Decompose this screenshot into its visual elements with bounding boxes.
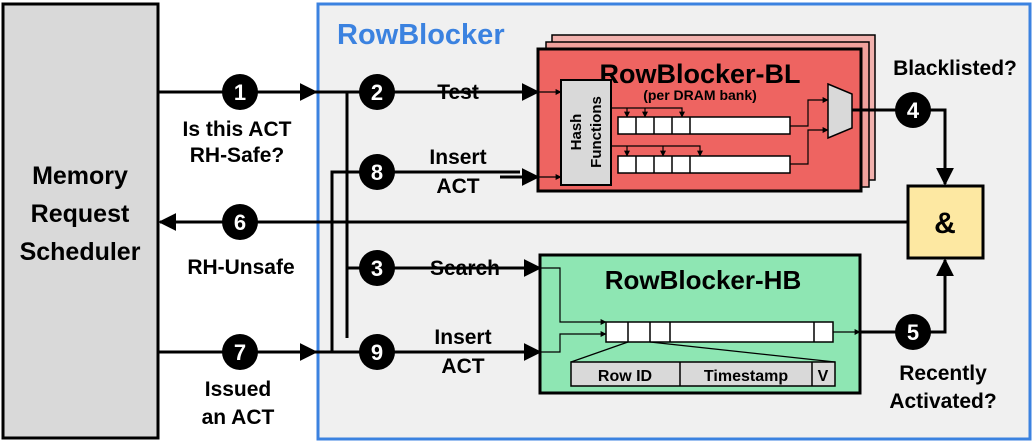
hash-label-1: Hash	[568, 114, 585, 151]
search-label: Search	[430, 257, 500, 280]
field-row-id: Row ID	[598, 368, 652, 385]
svg-text:2: 2	[371, 80, 383, 105]
internal-hb-lines	[538, 89, 861, 353]
test-label: Test	[437, 81, 479, 104]
scheduler-label-2: Request	[31, 200, 130, 228]
entry-fields	[570, 361, 836, 387]
step-6-badge: 6	[222, 204, 258, 240]
step-badges: 1 2 3 4 5 6 7 8	[222, 74, 931, 370]
memory-request-scheduler: Memory Request Scheduler	[1, 2, 160, 440]
step-9-badge: 9	[359, 334, 395, 370]
insert8-label-1: Insert	[429, 146, 486, 169]
svg-text:1: 1	[234, 80, 246, 105]
scheduler-label-3: Scheduler	[20, 238, 141, 266]
step-8-badge: 8	[359, 154, 395, 190]
step1-label-1: Is this ACT	[183, 118, 292, 141]
mux-shape	[827, 82, 853, 140]
issued-label-2: an ACT	[202, 406, 275, 429]
recently-label-1: Recently	[899, 362, 987, 385]
field-timestamp: Timestamp	[704, 368, 788, 385]
svg-text:6: 6	[234, 210, 246, 235]
svg-text:7: 7	[234, 340, 246, 365]
step-labels: Is this ACT RH-Safe? Test Insert ACT Sea…	[183, 57, 1017, 429]
rowblocker-bl: RowBlocker-BL (per DRAM bank) Hash Funct…	[536, 34, 876, 193]
hash-index-arrows	[611, 97, 829, 165]
step-7-badge: 7	[222, 334, 258, 370]
step1-label-2: RH-Safe?	[190, 144, 285, 167]
hash-functions-box	[560, 79, 612, 186]
svg-text:4: 4	[907, 98, 920, 123]
insert8-label-2: ACT	[436, 175, 479, 198]
recently-label-2: Activated?	[889, 390, 996, 413]
svg-text:3: 3	[371, 256, 383, 281]
step-5-badge: 5	[895, 314, 931, 350]
insert9-label-2: ACT	[441, 355, 484, 378]
and-gate-label: &	[934, 207, 956, 240]
filter-cells	[617, 155, 791, 174]
and-gate: &	[906, 184, 985, 260]
svg-text:8: 8	[371, 160, 383, 185]
blacklisted-label: Blacklisted?	[893, 57, 1017, 80]
bl-title: RowBlocker-BL	[599, 59, 800, 89]
rowblocker-title: RowBlocker	[337, 19, 505, 51]
scheduler-box	[1, 2, 160, 440]
step-3-badge: 3	[359, 250, 395, 286]
issued-label-1: Issued	[205, 378, 272, 401]
bloom-filter-row-1	[617, 116, 791, 135]
scheduler-label-1: Memory	[32, 162, 128, 190]
svg-text:5: 5	[907, 320, 919, 345]
rowblocker-hb: RowBlocker-HB Row ID Timestamp V	[538, 253, 862, 395]
filter-cells	[617, 116, 791, 135]
insert9-label-1: Insert	[434, 326, 491, 349]
step-2-badge: 2	[359, 74, 395, 110]
svg-text:9: 9	[371, 340, 383, 365]
bl-subtitle: (per DRAM bank)	[643, 87, 757, 103]
hb-title: RowBlocker-HB	[605, 265, 801, 295]
field-valid: V	[818, 368, 829, 385]
step-4-badge: 4	[895, 92, 931, 128]
hash-label-2: Functions	[588, 96, 605, 168]
rh-unsafe-label: RH-Unsafe	[187, 256, 294, 279]
history-buffer	[605, 321, 834, 343]
step-1-badge: 1	[222, 74, 258, 110]
bloom-filter-row-2	[617, 155, 791, 174]
